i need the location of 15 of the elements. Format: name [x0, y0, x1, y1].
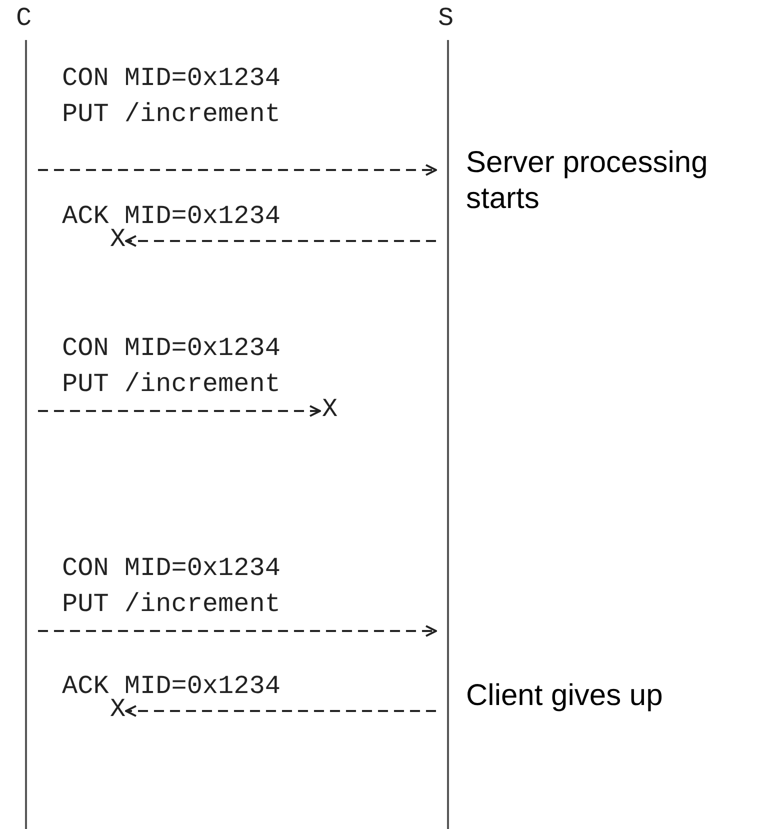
loss-mark: X [110, 694, 126, 726]
message-label: CON MID=0x1234 PUT /increment [62, 552, 282, 621]
participant-name: S [438, 2, 454, 35]
note-text: Client gives up [466, 678, 664, 714]
loss-mark: X [322, 393, 338, 426]
message-arrow [38, 405, 321, 417]
note-text: Server processing starts [466, 145, 709, 217]
message-label: CON MID=0x1234 PUT /increment [62, 332, 282, 401]
participant-name: C [16, 2, 32, 35]
message-arrow [125, 235, 436, 247]
message-arrow [125, 705, 436, 717]
message-label: CON MID=0x1234 PUT /increment [62, 62, 282, 131]
loss-mark: X [110, 224, 126, 256]
message-arrow [38, 164, 437, 176]
message-arrow [38, 625, 437, 637]
